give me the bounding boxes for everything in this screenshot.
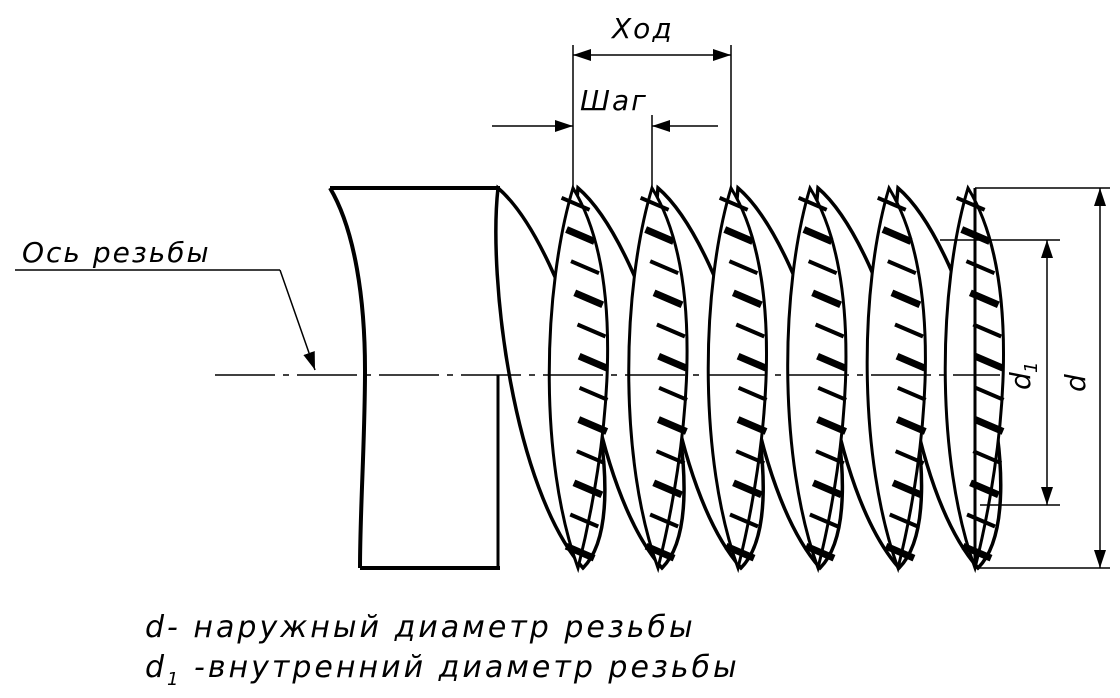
pitch-dimension: [492, 115, 718, 188]
hatch-stroke: [881, 226, 913, 245]
hatch-stroke: [652, 479, 684, 499]
hatch-stroke: [973, 352, 1005, 372]
hatch-stroke: [807, 259, 838, 276]
thread-flank: [786, 184, 848, 574]
hatch-stroke: [972, 449, 1003, 466]
hatch-stroke: [804, 542, 836, 562]
hatch-stroke: [894, 322, 924, 339]
thread-hatching: [560, 195, 1005, 562]
minor-diameter-label: d: [1004, 370, 1037, 390]
legend-line-2: d1 -внутренний диаметр резьбы: [145, 650, 740, 690]
hatch-stroke: [656, 322, 686, 339]
hatch-stroke: [816, 416, 848, 435]
hatch-stroke: [737, 385, 768, 402]
hatch-stroke: [735, 449, 766, 466]
major-diameter-label: d: [1059, 372, 1092, 392]
thread-flank: [547, 184, 610, 574]
legend-line-1: d- наружный диаметр резьбы: [145, 610, 696, 645]
hatch-stroke: [578, 385, 609, 402]
axis-callout: Ось резьбы: [15, 236, 316, 371]
legend-1-text: - наружный диаметр резьбы: [167, 610, 696, 645]
legend-1-symbol: d: [145, 610, 167, 645]
legend-2-sub: 1: [167, 669, 181, 690]
hatch-stroke: [961, 542, 993, 562]
lead-dimension: [572, 45, 732, 188]
hatch-stroke: [888, 512, 919, 529]
hatch-stroke: [577, 352, 609, 372]
hatch-stroke: [649, 512, 679, 529]
hatch-stroke: [657, 352, 688, 372]
hatch-stroke: [894, 449, 925, 466]
minor-diameter-sub: 1: [1021, 362, 1042, 373]
hatch-stroke: [644, 542, 676, 562]
hatch-stroke: [973, 416, 1005, 435]
hatch-stroke: [814, 322, 845, 339]
minor-diameter-label-group: d 1: [1004, 362, 1042, 390]
hatch-stroke: [884, 542, 916, 562]
hatch-stroke: [657, 416, 688, 435]
lead-label: Ход: [610, 12, 674, 45]
shank: [328, 186, 500, 570]
hatch-stroke: [732, 479, 763, 499]
hatch-stroke: [644, 226, 676, 245]
hatch-stroke: [736, 352, 768, 372]
hatch-stroke: [966, 512, 996, 529]
hatch-stroke: [718, 195, 749, 212]
hatch-stroke: [573, 289, 605, 309]
thread-flank: [627, 184, 689, 574]
hatch-stroke: [649, 259, 679, 276]
hatch-stroke: [896, 385, 927, 402]
hatch-stroke: [655, 449, 686, 466]
hatch-stroke: [890, 289, 922, 309]
hatch-stroke: [652, 289, 684, 309]
hatch-stroke: [965, 259, 996, 276]
hatch-stroke: [955, 195, 986, 212]
pitch-label: Шаг: [580, 84, 648, 117]
hatch-stroke: [811, 289, 842, 309]
hatch-stroke: [658, 385, 688, 402]
hatch-stroke: [736, 416, 768, 435]
thread-flank: [706, 184, 768, 574]
hatch-stroke: [570, 259, 600, 276]
hatch-stroke: [728, 259, 759, 276]
hatch-stroke: [876, 195, 907, 212]
hatch-stroke: [577, 416, 609, 435]
axis-label: Ось резьбы: [22, 236, 211, 269]
hatch-stroke: [802, 226, 834, 245]
legend-2-symbol: d: [145, 650, 167, 685]
hatch-stroke: [797, 195, 828, 212]
hatch-stroke: [817, 385, 847, 402]
end-face: [940, 187, 1110, 569]
hatch-stroke: [816, 352, 847, 372]
legend: d- наружный диаметр резьбы d1 -внутренни…: [145, 610, 740, 690]
hatch-stroke: [895, 352, 927, 372]
thread-flank: [865, 184, 927, 574]
hatch-stroke: [576, 449, 606, 466]
hatch-stroke: [974, 385, 1005, 402]
major-diameter-label-group: d: [1059, 372, 1092, 392]
hatch-stroke: [576, 322, 607, 339]
hatch-stroke: [815, 449, 845, 466]
hatch-stroke: [639, 195, 670, 212]
hatch-stroke: [572, 479, 604, 499]
hatch-stroke: [887, 259, 917, 276]
hatch-stroke: [729, 512, 759, 529]
hatch-stroke: [560, 195, 591, 212]
hatch-stroke: [972, 322, 1003, 339]
hatch-stroke: [731, 289, 763, 309]
hatch-stroke: [895, 416, 927, 435]
hatch-stroke: [564, 542, 596, 562]
hatch-stroke: [723, 226, 755, 245]
hatch-stroke: [565, 226, 596, 245]
hatch-stroke: [891, 479, 923, 499]
hatch-stroke: [809, 512, 839, 529]
thread-crests: [494, 184, 1005, 574]
hatch-stroke: [724, 542, 756, 562]
hatch-stroke: [735, 322, 766, 339]
legend-2-text: -внутренний диаметр резьбы: [182, 650, 740, 685]
hatch-stroke: [569, 512, 600, 529]
hatch-stroke: [811, 479, 843, 499]
